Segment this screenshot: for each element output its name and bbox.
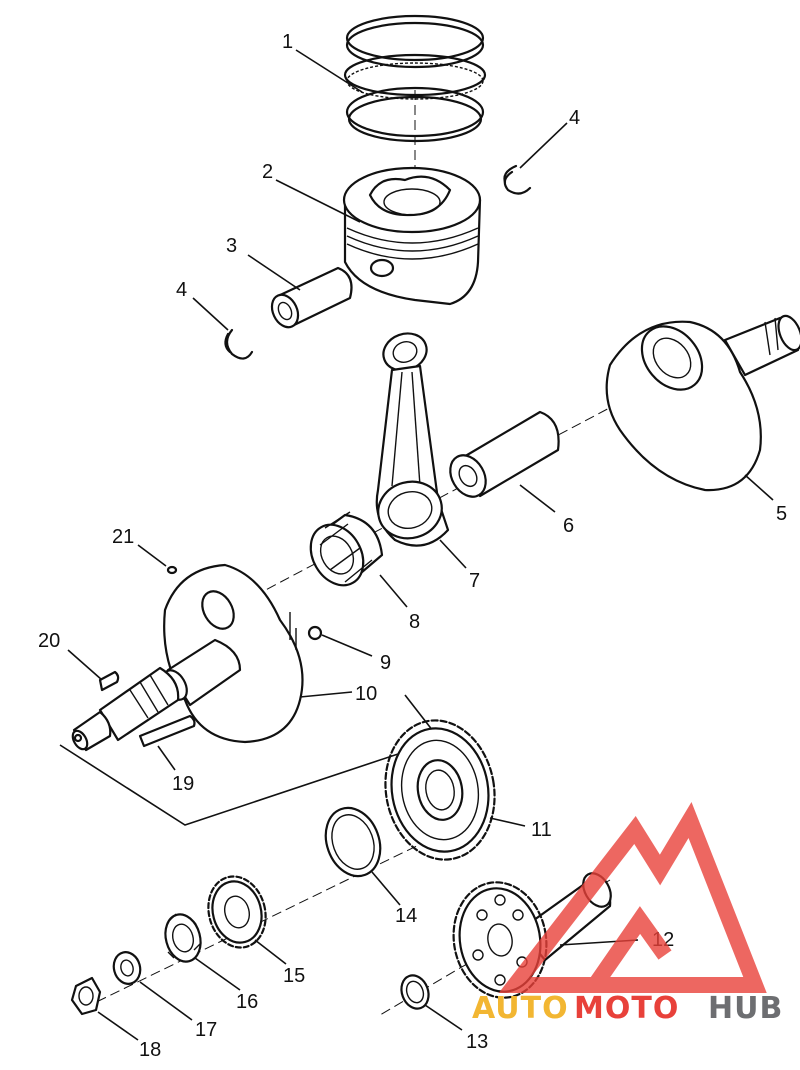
callout-6: 6 [563, 515, 574, 537]
callout-14: 14 [395, 905, 417, 927]
callout-10: 10 [355, 683, 377, 705]
callout-3: 3 [226, 235, 237, 257]
crank-pin [449, 410, 560, 498]
connecting-rod [375, 332, 450, 547]
callout-2: 2 [262, 161, 273, 183]
watermark-text-hub: HUB [708, 991, 783, 1026]
callout-7: 7 [469, 570, 480, 592]
flat-washer [112, 951, 142, 985]
crankshaft-left-half [71, 563, 304, 752]
callout-17: 17 [195, 1019, 217, 1041]
callout-13: 13 [466, 1031, 488, 1053]
callout-15: 15 [283, 965, 305, 987]
callout-4-upper: 4 [569, 107, 580, 129]
callout-5: 5 [776, 503, 787, 525]
sprocket-gear [207, 875, 267, 949]
callout-8: 8 [409, 611, 420, 633]
watermark-logo: AUTO MOTO HUB [472, 801, 783, 1026]
callout-9: 9 [380, 652, 391, 674]
circlip-upper [503, 164, 532, 195]
woodruff-key [98, 670, 120, 692]
callout-19: 19 [172, 773, 194, 795]
wrist-pin [270, 266, 353, 329]
needle-bearing [309, 511, 384, 587]
drive-gear [384, 719, 496, 861]
crankshaft-right-half [605, 314, 800, 492]
callout-16: 16 [236, 991, 258, 1013]
callout-11: 11 [531, 819, 552, 841]
piston [342, 166, 482, 306]
piston-rings [343, 14, 487, 143]
assembly-bracket [59, 694, 442, 826]
small-plug [166, 565, 178, 575]
watermark-triangle-icon [498, 801, 767, 993]
watermark-text-moto: MOTO [574, 991, 679, 1026]
small-washer [400, 974, 430, 1010]
hex-nut [70, 976, 102, 1016]
callout-4-lower: 4 [176, 279, 187, 301]
leader-lines [67, 49, 774, 1041]
callout-20: 20 [38, 630, 60, 652]
lock-collar [164, 913, 202, 963]
thrust-washer [324, 806, 382, 878]
dowel-pin [138, 714, 196, 748]
callout-21: 21 [112, 526, 134, 548]
callout-18: 18 [139, 1039, 161, 1061]
callout-1: 1 [282, 31, 293, 53]
circlip-lower [224, 328, 254, 360]
ball-part [307, 625, 323, 641]
watermark-text-auto: AUTO [472, 991, 569, 1026]
callout-numbers: 1 2 3 4 4 5 6 7 8 9 10 11 12 13 14 15 16… [38, 31, 787, 1061]
